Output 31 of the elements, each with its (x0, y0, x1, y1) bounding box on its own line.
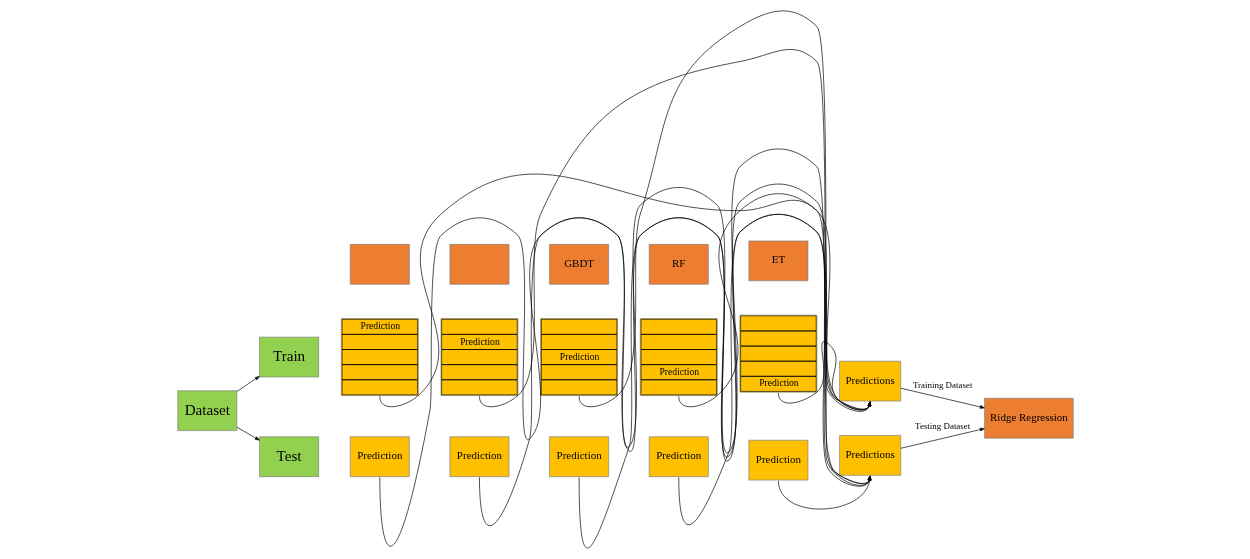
node-box: Prediction (349, 436, 410, 477)
arrow (578, 10, 871, 410)
node-box: Train (258, 336, 319, 378)
arrow (677, 213, 871, 525)
arrow (899, 387, 985, 409)
node-box: Dataset (176, 390, 237, 431)
node-box: Predictions (838, 360, 901, 402)
node-box: Prediction (449, 436, 509, 477)
arrow (378, 213, 871, 546)
node-box (349, 244, 410, 285)
node-box: GBDT (548, 244, 609, 285)
arrow (236, 376, 260, 392)
node-box: RF (648, 244, 709, 285)
arrow (677, 193, 871, 411)
node-box: ET (748, 240, 808, 282)
node-box: Predictions (838, 435, 901, 476)
edge-label: Training Dataset (912, 380, 972, 391)
arrow (236, 426, 260, 441)
node-box: Prediction (648, 436, 709, 477)
node-box: Prediction (548, 436, 609, 477)
node-box: Test (258, 436, 319, 477)
arrow (777, 475, 872, 510)
node-box: Prediction (748, 439, 808, 481)
edge-label: Testing Dataset (914, 420, 970, 431)
arrow (478, 49, 871, 410)
node-box: Ridge Regression (983, 397, 1074, 439)
arrow (378, 173, 871, 412)
arrow (899, 427, 985, 449)
node-box (449, 244, 509, 285)
arrow (578, 148, 871, 549)
arrow (478, 183, 871, 526)
